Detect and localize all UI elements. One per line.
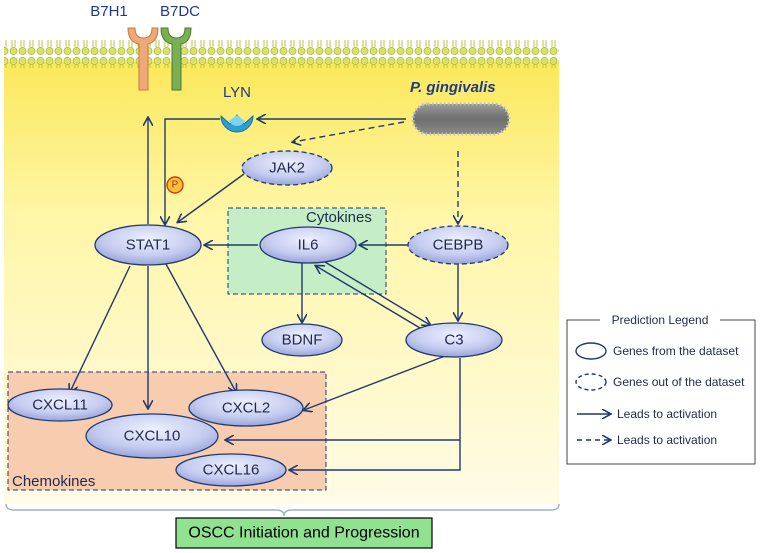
p-gingivalis-icon [411, 102, 511, 136]
node-cebpb-label: CEBPB [433, 237, 484, 254]
legend-solid-ellipse-icon [575, 342, 607, 360]
p-gingivalis-label: P. gingivalis [410, 79, 496, 96]
node-jak2: JAK2 [241, 150, 333, 186]
node-cxcl2-label: CXCL2 [222, 400, 270, 417]
cell-membrane [4, 40, 559, 68]
cytokines-label: Cytokines [306, 209, 372, 226]
edge-il6-c3 [319, 258, 430, 325]
node-cebpb: CEBPB [407, 225, 509, 265]
outcome-box: OSCC Initiation and Progression [175, 517, 433, 549]
edge-lyn-stat1 [165, 118, 220, 224]
prediction-legend: Prediction Legend Genes from the dataset… [566, 312, 756, 465]
node-c3-label: C3 [444, 332, 463, 349]
phosphorylation-badge: P [166, 176, 184, 194]
node-stat1-label: STAT1 [126, 237, 170, 254]
node-cxcl16-label: CXCL16 [203, 462, 260, 479]
phosphorylation-label: P [172, 180, 179, 191]
edge-stat1-cxcl11 [70, 265, 131, 392]
edge-jak2-stat1 [178, 173, 245, 222]
outcome-bracket [5, 503, 560, 517]
node-jak2-label: JAK2 [269, 160, 305, 177]
node-cxcl16: CXCL16 [175, 453, 287, 487]
legend-dashed-ellipse-icon [575, 373, 607, 391]
node-bdnf-label: BDNF [282, 332, 323, 349]
b7h1-receptor-icon [127, 27, 159, 91]
node-bdnf: BDNF [261, 323, 343, 357]
legend-item-0-label: Genes from the dataset [613, 344, 739, 358]
node-il6: IL6 [259, 226, 357, 264]
node-stat1: STAT1 [94, 224, 202, 266]
edge-c3-cxcl2 [304, 355, 446, 410]
node-il6-label: IL6 [298, 237, 319, 254]
b7dc-receptor-icon [160, 27, 192, 91]
edge-stat1-cxcl2 [165, 263, 236, 392]
legend-title: Prediction Legend [612, 313, 709, 327]
node-cxcl10-label: CXCL10 [124, 428, 181, 445]
lyn-label: LYN [223, 84, 251, 101]
node-cxcl11: CXCL11 [7, 388, 113, 422]
legend-item-2-label: Leads to activation [617, 407, 717, 421]
outcome-label: OSCC Initiation and Progression [188, 525, 419, 542]
edge-c3-cxcl16 [290, 440, 461, 470]
lyn-icon [220, 114, 254, 133]
node-c3: C3 [405, 322, 503, 358]
legend-item-1-label: Genes out of the dataset [613, 375, 745, 389]
legend-item-3-label: Leads to activation [617, 433, 717, 447]
node-cxcl2: CXCL2 [188, 389, 304, 427]
node-cxcl11-label: CXCL11 [32, 397, 88, 414]
b7h1-label: B7H1 [90, 3, 128, 20]
chemokines-label: Chemokines [12, 473, 95, 490]
edge-pg-jak2 [293, 121, 405, 142]
b7dc-label: B7DC [160, 3, 200, 20]
edge-c3-il6 [316, 266, 421, 329]
node-cxcl10: CXCL10 [85, 413, 219, 459]
edges [70, 118, 460, 470]
